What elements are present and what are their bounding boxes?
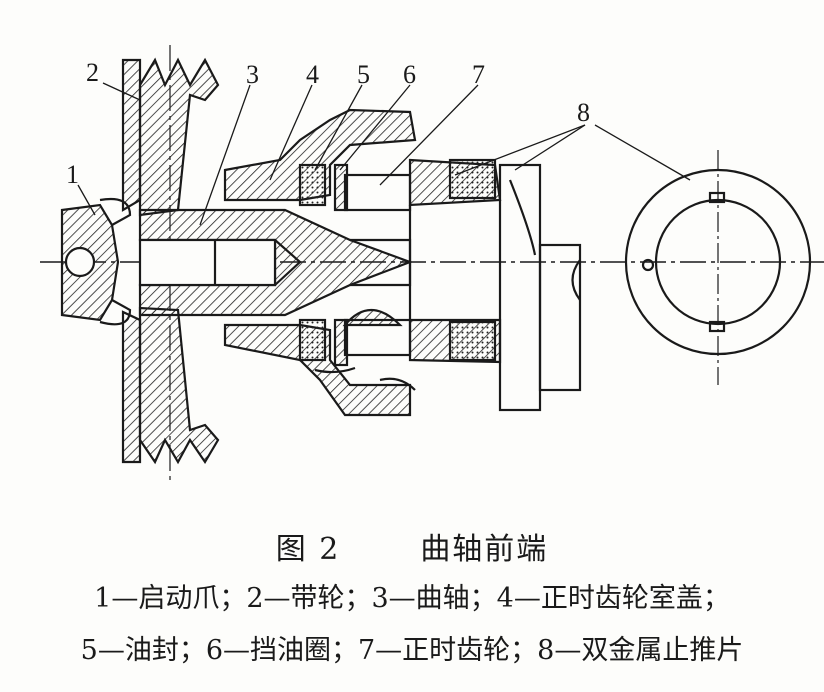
thrust-plate-front-view: [624, 150, 812, 385]
figure-number: 图 2: [275, 532, 341, 567]
callout-5: 5: [357, 60, 370, 89]
starting-claw: [60, 197, 132, 326]
callout-3: 3: [246, 60, 259, 89]
crankshaft-front-diagram: [40, 45, 824, 480]
timing-gear: [343, 158, 502, 364]
callout-1: 1: [66, 160, 79, 189]
legend-line-2: 5—油封；6—挡油圈；7—正时齿轮；8—双金属止推片: [80, 635, 744, 666]
crankshaft: [138, 208, 414, 327]
callout-6: 6: [403, 60, 416, 89]
callout-8: 8: [577, 98, 590, 127]
figure-caption: 图 2 曲轴前端: [0, 524, 824, 568]
figure-title: 曲轴前端: [420, 532, 549, 567]
callout-2: 2: [86, 58, 99, 87]
callout-4: 4: [306, 60, 319, 89]
callout-7: 7: [472, 60, 485, 89]
bimetal-thrust-plate: [498, 163, 582, 412]
legend-line-1: 1—启动爪；2—带轮；3—曲轴；4—正时齿轮室盖；: [94, 583, 730, 614]
oil-seal: [298, 163, 327, 207]
